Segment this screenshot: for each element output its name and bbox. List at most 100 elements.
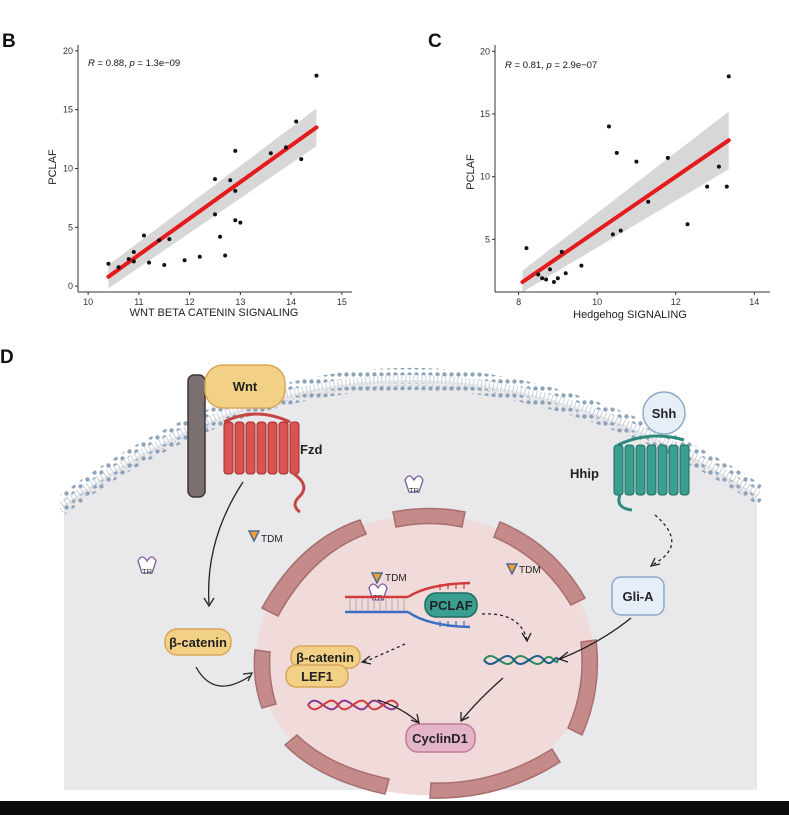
scatter-point xyxy=(157,238,162,243)
tdm-drug-3: TDM xyxy=(505,563,541,576)
scatter-point xyxy=(685,222,690,227)
x-tick-label: 12 xyxy=(671,297,681,307)
bottom-bar xyxy=(0,801,789,815)
stat-p-symbol: p xyxy=(545,60,551,71)
dna-helix-wnt xyxy=(307,699,399,711)
lrp-coreceptor xyxy=(187,374,206,498)
x-tick-label: 13 xyxy=(235,297,245,307)
scatter-point xyxy=(314,73,319,78)
x-tick-label: 14 xyxy=(749,297,759,307)
scatter-point xyxy=(724,184,729,189)
scatter-point xyxy=(555,276,560,281)
tdm-drug-2: TDM xyxy=(370,572,407,585)
scatter-point xyxy=(162,262,167,267)
scatter-point xyxy=(233,218,238,223)
beta-catenin-label-1: β-catenin xyxy=(169,635,227,650)
scatter-point xyxy=(131,259,136,264)
scatter-point xyxy=(116,265,121,270)
pclaf-dna-fork: PCLAF xyxy=(345,581,478,629)
tdm-label-3: TDM xyxy=(519,565,541,576)
confidence-band-area xyxy=(108,108,317,289)
x-axis-label-c: Hedgehog SIGNALING xyxy=(573,309,687,321)
tdm-label-1: TDM xyxy=(261,534,283,545)
scatter-point xyxy=(610,232,615,237)
scatter-point xyxy=(646,199,651,204)
fzd-receptor xyxy=(223,412,306,514)
tr-label-2: TR xyxy=(142,567,153,576)
x-tick-label: 11 xyxy=(134,297,143,307)
scatter-point xyxy=(540,276,545,281)
scatter-point xyxy=(579,263,584,268)
scatter-point xyxy=(705,184,710,189)
stat-p-symbol: p xyxy=(128,58,134,69)
stat-annotation-b: R = 0.88, p = 1.3e−09 xyxy=(88,58,180,69)
tr-molecule-1: TR xyxy=(404,475,424,495)
scatter-point xyxy=(167,237,172,242)
scatter-point xyxy=(551,279,556,284)
scatter-point xyxy=(268,151,273,156)
y-axis-label-b: PCLAF xyxy=(47,149,59,185)
lef1-label: LEF1 xyxy=(301,669,333,684)
scatter-point xyxy=(182,258,187,263)
y-tick-label: 15 xyxy=(480,109,490,119)
stat-r-symbol: R xyxy=(88,58,95,69)
tr-molecule-2: TR xyxy=(137,556,157,576)
scatter-points-b xyxy=(106,73,319,270)
scatter-point xyxy=(548,267,552,272)
cyclind1-label: CyclinD1 xyxy=(412,731,468,746)
scatter-point xyxy=(536,272,541,277)
x-tick-label: 12 xyxy=(185,297,195,307)
shh-label: Shh xyxy=(652,406,677,421)
x-tick-label: 8 xyxy=(516,297,521,307)
beta-catenin-cytoplasm xyxy=(164,628,232,656)
y-tick-label: 20 xyxy=(63,46,73,56)
scatter-point xyxy=(716,164,721,169)
tr-label-1: TR xyxy=(409,486,420,495)
x-axis-label-b: WNT BETA CATENIN SIGNALING xyxy=(130,307,299,319)
regression-line-b xyxy=(106,125,319,279)
wnt-ligand xyxy=(204,364,286,409)
fzd-label: Fzd xyxy=(300,442,322,457)
pclaf-protein xyxy=(424,592,478,618)
x-tick-label: 10 xyxy=(592,297,602,307)
scatter-point xyxy=(223,253,228,258)
y-tick-label: 5 xyxy=(485,234,490,244)
scatter-point xyxy=(213,212,217,217)
scatter-point xyxy=(563,271,568,276)
y-tick-label: 10 xyxy=(480,172,490,182)
gli-a-label: Gli-A xyxy=(622,589,654,604)
scatter-point xyxy=(606,124,611,129)
membrane-inner-layer xyxy=(59,382,762,515)
x-tick-label: 14 xyxy=(286,297,296,307)
nucleus xyxy=(257,515,593,795)
scatter-point xyxy=(233,148,238,153)
scatter-point xyxy=(238,220,243,225)
scatter-point xyxy=(126,257,131,262)
stat-r-value: = 0.88, xyxy=(95,58,130,69)
scatter-point xyxy=(559,249,564,254)
scatter-point xyxy=(228,178,233,183)
scatter-point xyxy=(131,250,136,255)
scatter-point xyxy=(141,233,146,238)
scatter-point xyxy=(218,234,223,239)
pclaf-label: PCLAF xyxy=(429,598,472,613)
pathway-diagram: Wnt Fzd Shh Hhip xyxy=(59,364,763,799)
stat-p-value: = 1.3e−09 xyxy=(135,58,180,69)
axes-c: 8 10 12 14 5 10 15 20 xyxy=(480,45,770,307)
dna-helix-hh xyxy=(483,654,559,666)
y-tick-label: 5 xyxy=(68,222,73,232)
hhip-label: Hhip xyxy=(570,466,599,481)
scatter-point xyxy=(284,145,289,150)
y-tick-label: 20 xyxy=(480,46,490,56)
stat-r-symbol: R xyxy=(505,60,512,71)
y-axis-label-c: PCLAF xyxy=(465,154,477,190)
lef1-protein xyxy=(285,664,349,688)
pathway-arrows xyxy=(195,481,673,725)
scatter-point xyxy=(147,260,152,265)
scatter-point xyxy=(544,277,549,282)
panel-letter-b: B xyxy=(2,31,16,52)
